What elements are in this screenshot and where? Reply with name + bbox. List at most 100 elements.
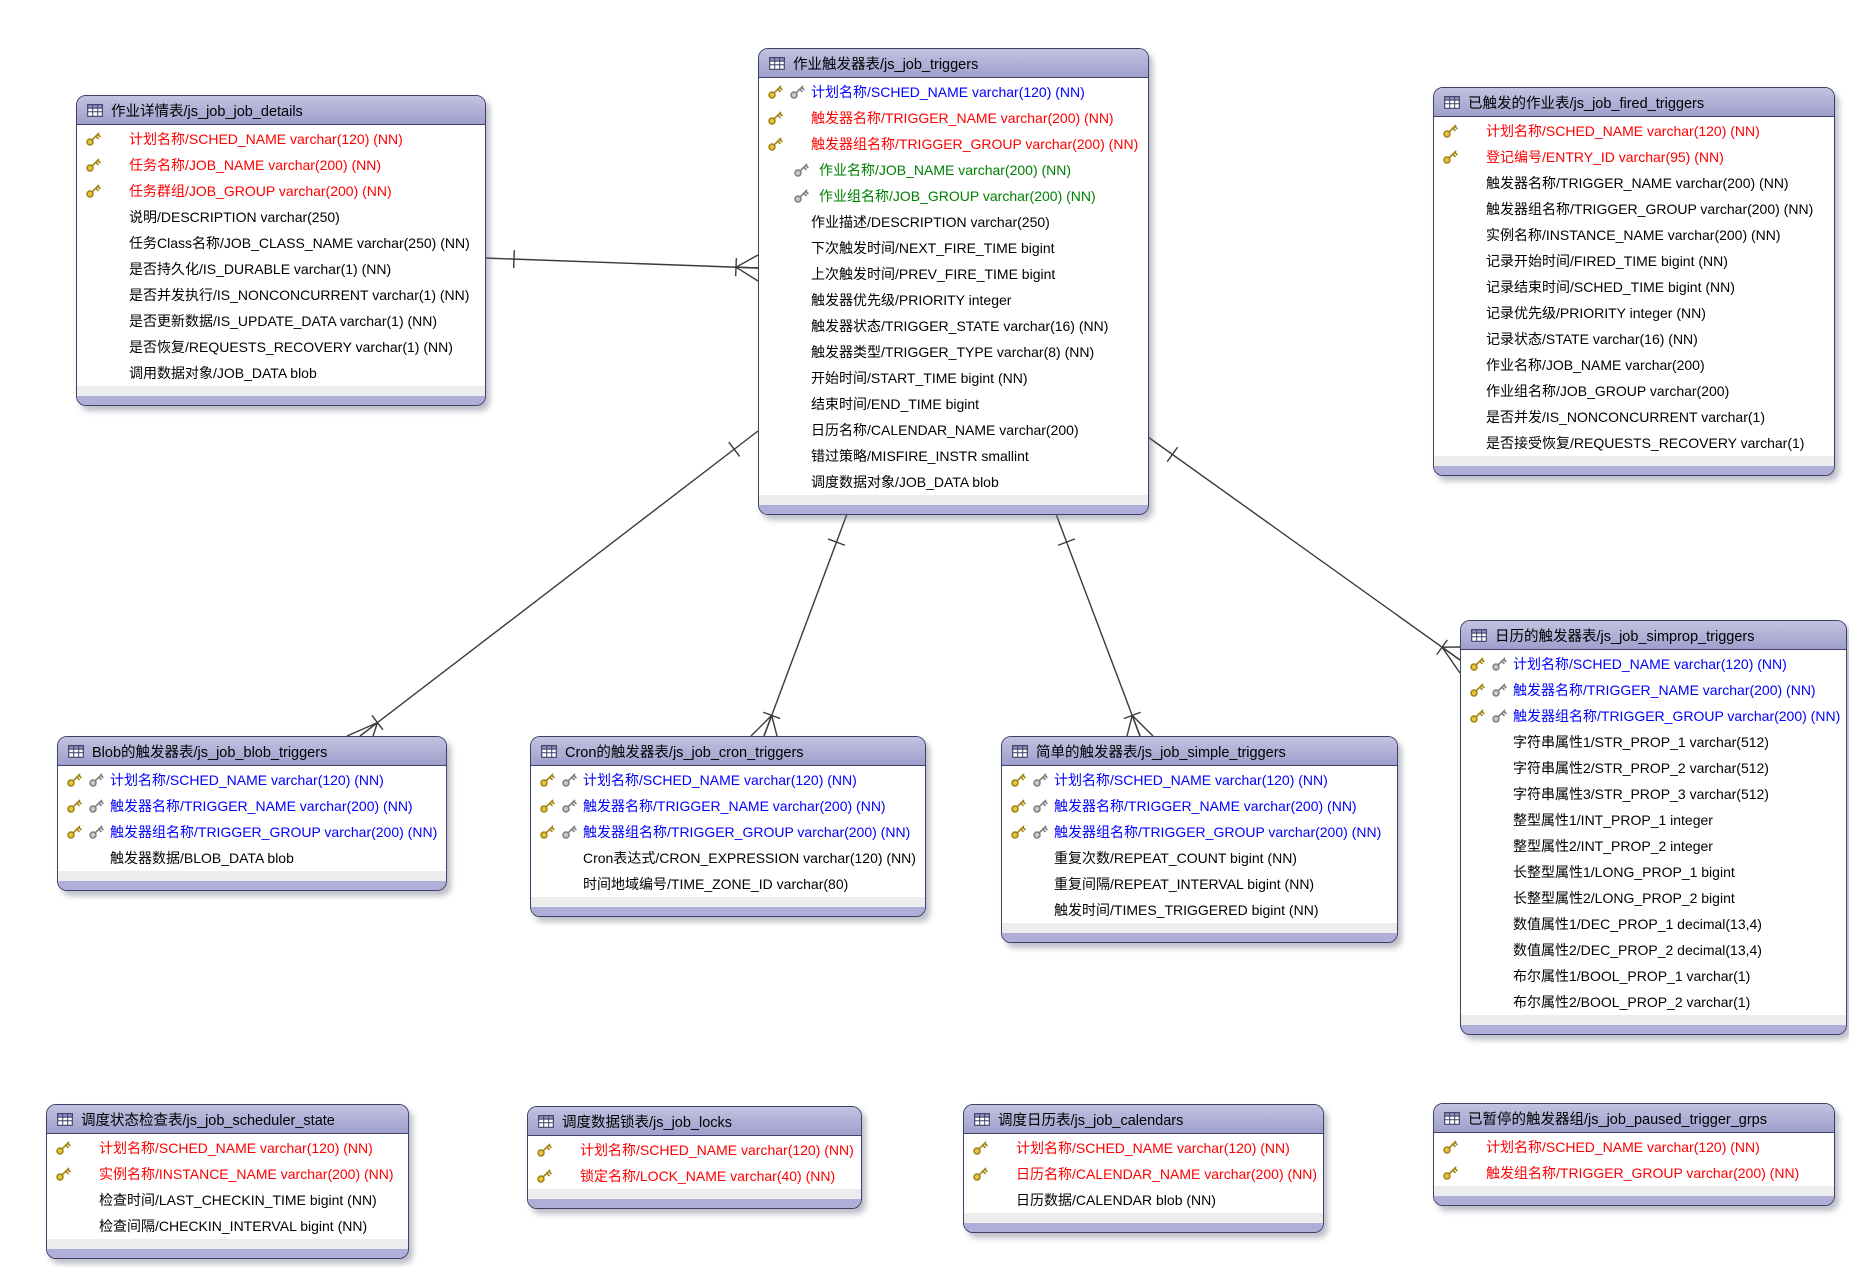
field-row[interactable]: 任务群组/JOB_GROUP varchar(200) (NN) [77, 178, 485, 204]
field-row[interactable]: 触发器名称/TRIGGER_NAME varchar(200) (NN) [58, 793, 446, 819]
field-row[interactable]: 计划名称/SCHED_NAME varchar(120) (NN) [1434, 118, 1834, 144]
field-row[interactable]: 任务Class名称/JOB_CLASS_NAME varchar(250) (N… [77, 230, 485, 256]
field-row[interactable]: 触发器组名称/TRIGGER_GROUP varchar(200) (NN) [1461, 703, 1846, 729]
field-row[interactable]: 触发器名称/TRIGGER_NAME varchar(200) (NN) [759, 105, 1148, 131]
field-row[interactable]: 记录状态/STATE varchar(16) (NN) [1434, 326, 1834, 352]
field-row[interactable]: 结束时间/END_TIME bigint [759, 391, 1148, 417]
table-header[interactable]: Blob的触发器表/js_job_blob_triggers [58, 737, 446, 766]
field-row[interactable]: 布尔属性1/BOOL_PROP_1 varchar(1) [1461, 963, 1846, 989]
field-row[interactable]: 触发器类型/TRIGGER_TYPE varchar(8) (NN) [759, 339, 1148, 365]
field-row[interactable]: 计划名称/SCHED_NAME varchar(120) (NN) [1461, 651, 1846, 677]
field-row[interactable]: 锁定名称/LOCK_NAME varchar(40) (NN) [528, 1163, 861, 1189]
field-row[interactable]: 计划名称/SCHED_NAME varchar(120) (NN) [1002, 767, 1397, 793]
field-row[interactable]: 作业名称/JOB_NAME varchar(200) (NN) [759, 157, 1148, 183]
field-row[interactable]: 作业组名称/JOB_GROUP varchar(200) [1434, 378, 1834, 404]
field-row[interactable]: 检查时间/LAST_CHECKIN_TIME bigint (NN) [47, 1187, 408, 1213]
table-header[interactable]: 日历的触发器表/js_job_simprop_triggers [1461, 621, 1846, 650]
field-row[interactable]: 时间地域编号/TIME_ZONE_ID varchar(80) [531, 871, 925, 897]
field-row[interactable]: Cron表达式/CRON_EXPRESSION varchar(120) (NN… [531, 845, 925, 871]
table-header[interactable]: 作业触发器表/js_job_triggers [759, 49, 1148, 78]
table-header[interactable]: 调度日历表/js_job_calendars [964, 1105, 1323, 1134]
field-row[interactable]: 记录优先级/PRIORITY integer (NN) [1434, 300, 1834, 326]
field-row[interactable]: 作业描述/DESCRIPTION varchar(250) [759, 209, 1148, 235]
field-row[interactable]: 调用数据对象/JOB_DATA blob [77, 360, 485, 386]
field-row[interactable]: 下次触发时间/NEXT_FIRE_TIME bigint [759, 235, 1148, 261]
field-row[interactable]: 作业名称/JOB_NAME varchar(200) [1434, 352, 1834, 378]
field-row[interactable]: 实例名称/INSTANCE_NAME varchar(200) (NN) [47, 1161, 408, 1187]
field-row[interactable]: 整型属性2/INT_PROP_2 integer [1461, 833, 1846, 859]
table-header[interactable]: 调度状态检查表/js_job_scheduler_state [47, 1105, 408, 1134]
field-row[interactable]: 计划名称/SCHED_NAME varchar(120) (NN) [1434, 1134, 1834, 1160]
field-row[interactable]: 开始时间/START_TIME bigint (NN) [759, 365, 1148, 391]
field-row[interactable]: 计划名称/SCHED_NAME varchar(120) (NN) [964, 1135, 1323, 1161]
field-row[interactable]: 计划名称/SCHED_NAME varchar(120) (NN) [759, 79, 1148, 105]
field-row[interactable]: 任务名称/JOB_NAME varchar(200) (NN) [77, 152, 485, 178]
field-row[interactable]: 触发组名称/TRIGGER_GROUP varchar(200) (NN) [1434, 1160, 1834, 1186]
field-row[interactable]: 检查间隔/CHECKIN_INTERVAL bigint (NN) [47, 1213, 408, 1239]
field-row[interactable]: 计划名称/SCHED_NAME varchar(120) (NN) [58, 767, 446, 793]
field-row[interactable]: 计划名称/SCHED_NAME varchar(120) (NN) [531, 767, 925, 793]
field-row[interactable]: 计划名称/SCHED_NAME varchar(120) (NN) [528, 1137, 861, 1163]
field-row[interactable]: 作业组名称/JOB_GROUP varchar(200) (NN) [759, 183, 1148, 209]
field-row[interactable]: 触发器组名称/TRIGGER_GROUP varchar(200) (NN) [1434, 196, 1834, 222]
field-row[interactable]: 是否并发/IS_NONCONCURRENT varchar(1) [1434, 404, 1834, 430]
field-row[interactable]: 日历数据/CALENDAR blob (NN) [964, 1187, 1323, 1213]
field-row[interactable]: 触发器名称/TRIGGER_NAME varchar(200) (NN) [1002, 793, 1397, 819]
field-row[interactable]: 记录结束时间/SCHED_TIME bigint (NN) [1434, 274, 1834, 300]
field-row[interactable]: 触发器状态/TRIGGER_STATE varchar(16) (NN) [759, 313, 1148, 339]
field-row[interactable]: 错过策略/MISFIRE_INSTR smallint [759, 443, 1148, 469]
field-row[interactable]: 是否持久化/IS_DURABLE varchar(1) (NN) [77, 256, 485, 282]
field-row[interactable]: 是否接受恢复/REQUESTS_RECOVERY varchar(1) [1434, 430, 1834, 456]
table-header[interactable]: 已触发的作业表/js_job_fired_triggers [1434, 88, 1834, 117]
field-row[interactable]: 数值属性2/DEC_PROP_2 decimal(13,4) [1461, 937, 1846, 963]
relationship-line[interactable] [763, 513, 848, 737]
field-row[interactable]: 重复次数/REPEAT_COUNT bigint (NN) [1002, 845, 1397, 871]
relationship-line[interactable] [1147, 436, 1461, 661]
field-row[interactable]: 触发器名称/TRIGGER_NAME varchar(200) (NN) [531, 793, 925, 819]
field-row[interactable]: 触发器优先级/PRIORITY integer [759, 287, 1148, 313]
relationship-line[interactable] [483, 257, 759, 269]
relationship-line[interactable] [359, 430, 759, 737]
field-row[interactable]: 日历名称/CALENDAR_NAME varchar(200) (NN) [964, 1161, 1323, 1187]
field-row[interactable]: 登记编号/ENTRY_ID varchar(95) (NN) [1434, 144, 1834, 170]
field-row[interactable]: 布尔属性2/BOOL_PROP_2 varchar(1) [1461, 989, 1846, 1015]
field-row[interactable]: 说明/DESCRIPTION varchar(250) [77, 204, 485, 230]
field-row[interactable]: 触发器组名称/TRIGGER_GROUP varchar(200) (NN) [531, 819, 925, 845]
field-row[interactable]: 是否更新数据/IS_UPDATE_DATA varchar(1) (NN) [77, 308, 485, 334]
table-header[interactable]: 调度数据锁表/js_job_locks [528, 1107, 861, 1136]
field-row[interactable]: 调度数据对象/JOB_DATA blob [759, 469, 1148, 495]
field-row[interactable]: 触发器组名称/TRIGGER_GROUP varchar(200) (NN) [759, 131, 1148, 157]
field-row[interactable]: 字符串属性2/STR_PROP_2 varchar(512) [1461, 755, 1846, 781]
field-row[interactable]: 触发器名称/TRIGGER_NAME varchar(200) (NN) [1461, 677, 1846, 703]
field-row[interactable]: 触发时间/TIMES_TRIGGERED bigint (NN) [1002, 897, 1397, 923]
field-row[interactable]: 触发器名称/TRIGGER_NAME varchar(200) (NN) [1434, 170, 1834, 196]
field-row[interactable]: 日历名称/CALENDAR_NAME varchar(200) [759, 417, 1148, 443]
field-row[interactable]: 是否并发执行/IS_NONCONCURRENT varchar(1) (NN) [77, 282, 485, 308]
field-row[interactable]: 实例名称/INSTANCE_NAME varchar(200) (NN) [1434, 222, 1834, 248]
field-row[interactable]: 重复间隔/REPEAT_INTERVAL bigint (NN) [1002, 871, 1397, 897]
field-row[interactable]: 触发器组名称/TRIGGER_GROUP varchar(200) (NN) [58, 819, 446, 845]
field-row[interactable]: 字符串属性3/STR_PROP_3 varchar(512) [1461, 781, 1846, 807]
field-row[interactable]: 计划名称/SCHED_NAME varchar(120) (NN) [77, 126, 485, 152]
field-row[interactable]: 是否恢复/REQUESTS_RECOVERY varchar(1) (NN) [77, 334, 485, 360]
table-header[interactable]: 已暂停的触发器组/js_job_paused_trigger_grps [1434, 1104, 1834, 1133]
field-row[interactable]: 记录开始时间/FIRED_TIME bigint (NN) [1434, 248, 1834, 274]
table-header[interactable]: 作业详情表/js_job_job_details [77, 96, 485, 125]
relationship-line[interactable] [1055, 513, 1141, 737]
field-row[interactable]: 长整型属性1/LONG_PROP_1 bigint [1461, 859, 1846, 885]
field-row[interactable]: 长整型属性2/LONG_PROP_2 bigint [1461, 885, 1846, 911]
field-row[interactable]: 触发器组名称/TRIGGER_GROUP varchar(200) (NN) [1002, 819, 1397, 845]
field-row[interactable]: 上次触发时间/PREV_FIRE_TIME bigint [759, 261, 1148, 287]
field-row[interactable]: 数值属性1/DEC_PROP_1 decimal(13,4) [1461, 911, 1846, 937]
field-row[interactable]: 字符串属性1/STR_PROP_1 varchar(512) [1461, 729, 1846, 755]
field-row[interactable]: 整型属性1/INT_PROP_1 integer [1461, 807, 1846, 833]
